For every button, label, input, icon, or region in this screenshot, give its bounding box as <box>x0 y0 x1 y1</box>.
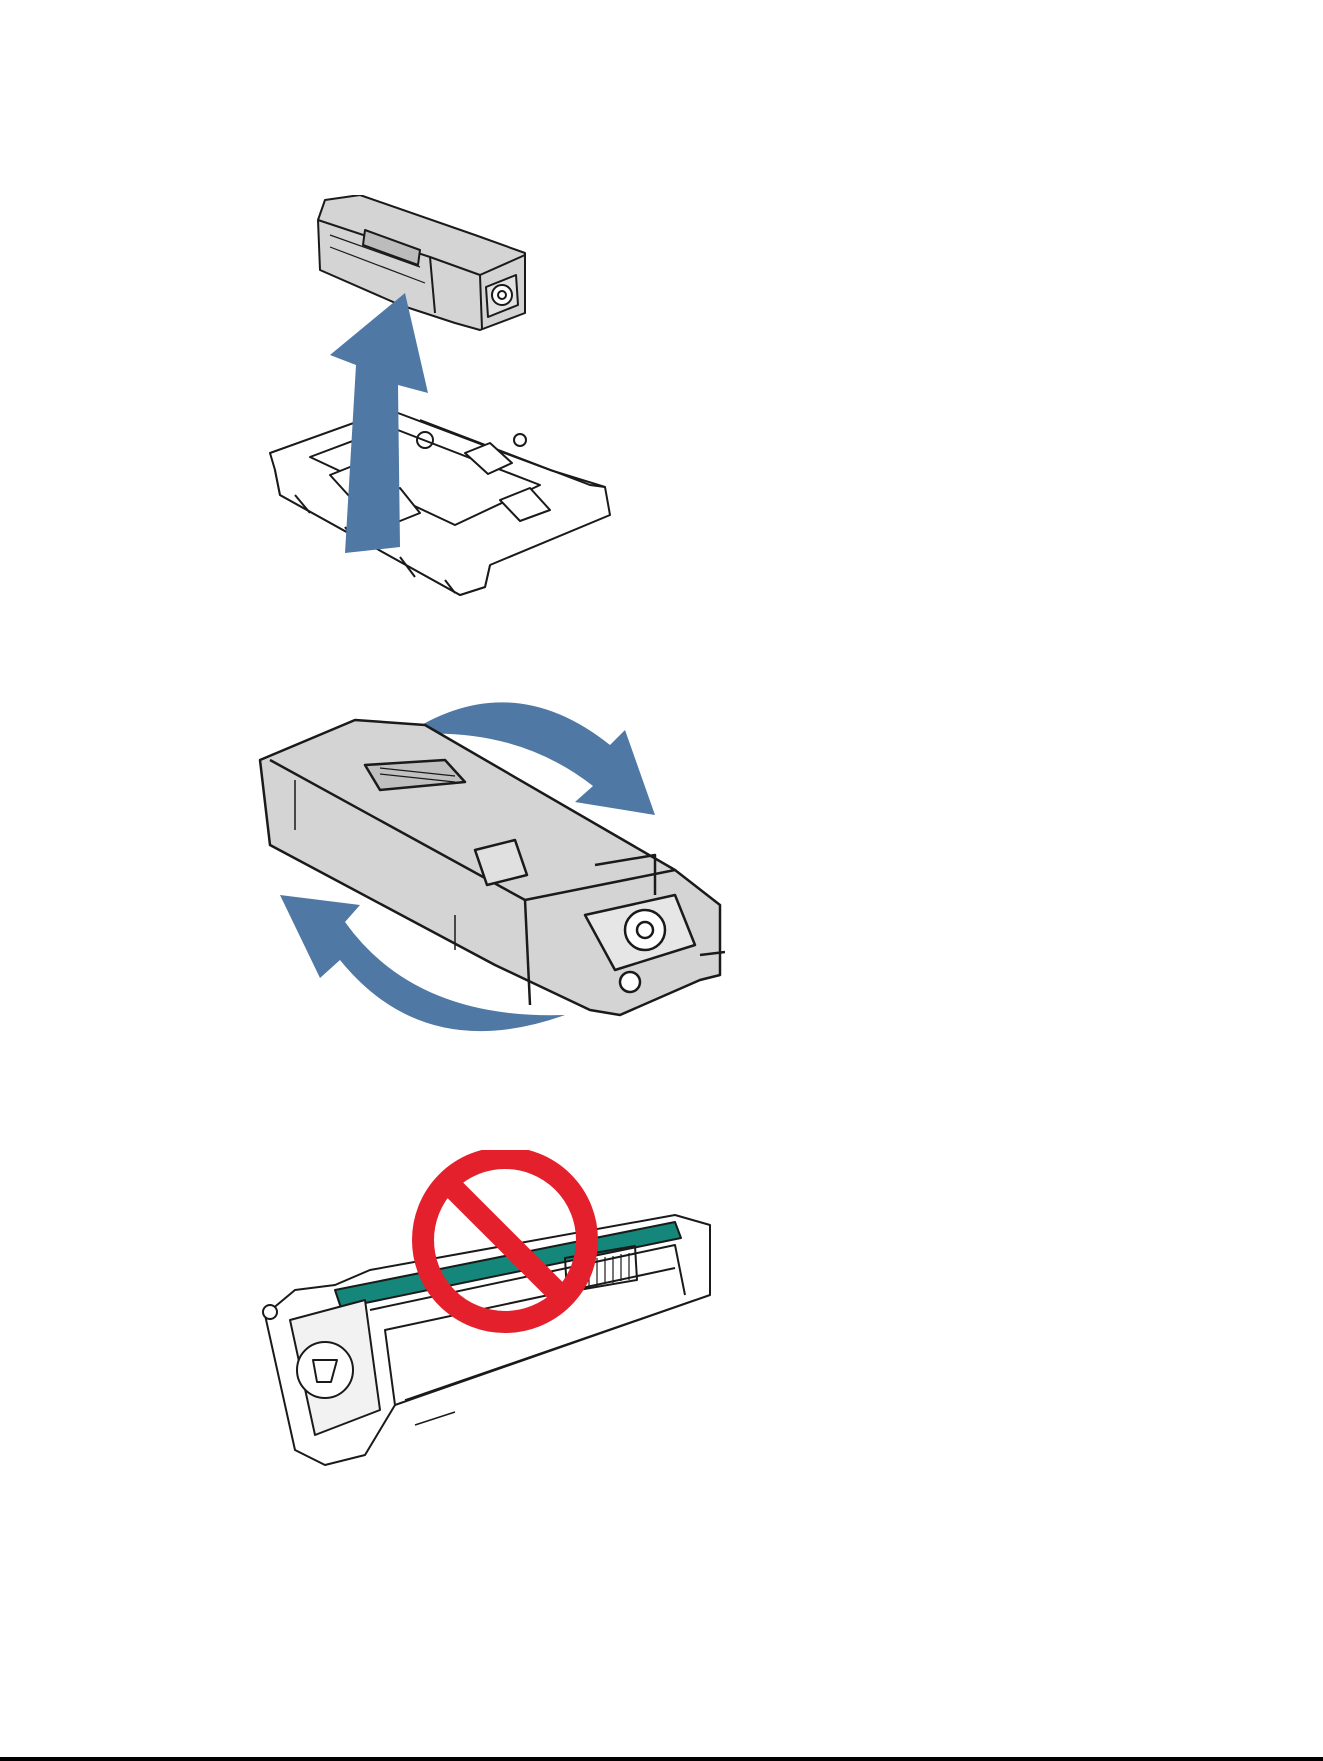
do-not-touch-drum-illustration <box>255 1150 735 1510</box>
packaging-tray-icon <box>270 410 610 595</box>
remove-cartridge-illustration <box>250 195 630 610</box>
toner-cartridge-icon <box>260 720 725 1015</box>
toner-cartridge-underside-icon <box>263 1215 710 1465</box>
rock-cartridge-illustration <box>255 690 725 1050</box>
page-bottom-rule <box>0 1757 1323 1761</box>
toner-cartridge-icon <box>318 195 525 330</box>
